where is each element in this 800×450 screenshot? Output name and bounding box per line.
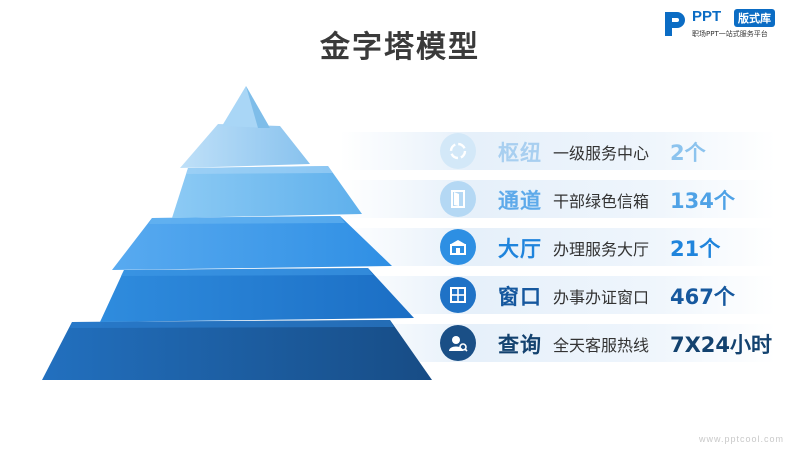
tier-value: 467个 xyxy=(670,285,735,309)
row-band xyxy=(340,180,776,218)
tier-icon-circle xyxy=(440,181,476,217)
window-icon xyxy=(450,287,466,303)
pyramid-tier-3 xyxy=(112,216,392,270)
row-band xyxy=(340,276,776,314)
pyramid-tier-5 xyxy=(42,320,432,380)
logo-mark-icon xyxy=(665,12,685,36)
tier-desc: 一级服务中心 xyxy=(553,144,650,163)
logo-brand: PPT xyxy=(692,8,722,25)
logo-tagline: 职场PPT一站式服务平台 xyxy=(692,30,768,38)
tier-value: 134个 xyxy=(670,189,735,213)
tier-name: 通道 xyxy=(498,189,542,213)
row-band xyxy=(340,228,776,266)
tier-row: 大厅 办理服务大厅 21个 xyxy=(440,227,780,267)
tier-row: 查询 全天客服热线 7X24小时 xyxy=(440,323,780,363)
tier-name: 窗口 xyxy=(498,285,542,309)
user-search-icon xyxy=(449,336,468,352)
pyramid-tier-1 xyxy=(180,124,310,168)
tier-row: 通道 干部绿色信箱 134个 xyxy=(440,179,780,219)
tier-name: 大厅 xyxy=(498,237,542,261)
page-title: 金字塔模型 xyxy=(320,30,480,65)
tier-icon-circle xyxy=(440,277,476,313)
logo: PPT 版式库 职场PPT一站式服务平台 xyxy=(662,8,786,42)
tier-value: 21个 xyxy=(670,237,721,261)
refresh-circle-icon xyxy=(449,142,467,160)
footer-url: www.pptcool.com xyxy=(698,434,784,444)
tier-desc: 干部绿色信箱 xyxy=(553,192,650,211)
tier-desc: 办事办证窗口 xyxy=(553,288,650,307)
tier-name: 查询 xyxy=(498,333,542,357)
tier-row: 窗口 办事办证窗口 467个 xyxy=(440,275,780,315)
pyramid-tier-4 xyxy=(100,268,414,322)
tier-icon-circle xyxy=(440,133,476,169)
tier-value: 7X24小时 xyxy=(670,333,773,357)
tier-icon-circle xyxy=(440,325,476,361)
pyramid-tier-2 xyxy=(172,166,362,218)
tier-name: 枢纽 xyxy=(498,141,542,165)
tier-value: 2个 xyxy=(670,141,706,165)
tier-desc: 办理服务大厅 xyxy=(553,240,650,259)
logo-badge: 版式库 xyxy=(734,9,775,27)
tier-row: 枢纽 一级服务中心 2个 xyxy=(440,131,780,171)
row-band xyxy=(340,132,776,170)
building-icon xyxy=(450,240,466,255)
tier-icon-circle xyxy=(440,229,476,265)
pyramid-diagram xyxy=(42,86,432,380)
tier-desc: 全天客服热线 xyxy=(553,336,650,355)
door-icon xyxy=(451,190,465,208)
